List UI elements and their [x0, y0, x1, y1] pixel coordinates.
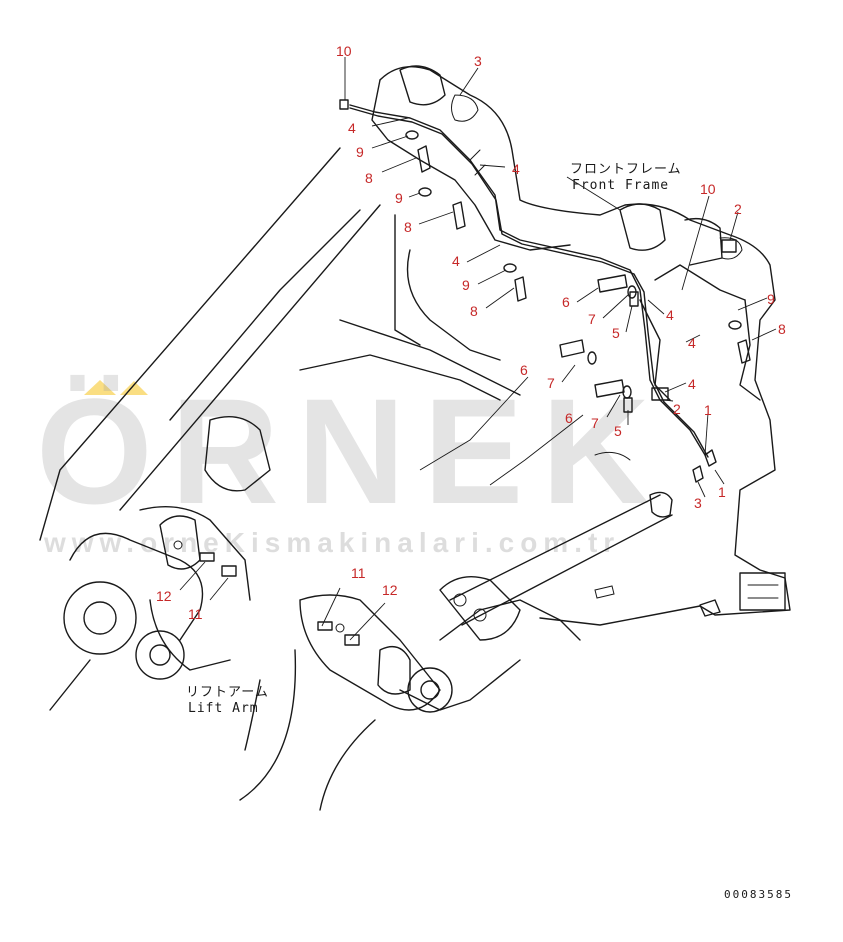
callout-4: 4: [512, 161, 520, 177]
front-frame: [371, 65, 791, 626]
front-frame-label-en: Front Frame: [572, 178, 669, 193]
bolt-6: [559, 274, 628, 398]
callout-4: 4: [688, 376, 696, 392]
callout-4: 4: [348, 120, 356, 136]
leader-lines: [179, 57, 777, 641]
callout-8: 8: [470, 303, 478, 319]
component-labels: フロントフレーム Front Frame リフトアーム Lift Arm: [186, 162, 682, 716]
lift-arm-label-jp: リフトアーム: [186, 685, 269, 700]
lift-cylinder: [439, 451, 673, 641]
watermark-site: www.orneKismakinalari.com.tr: [43, 527, 620, 558]
grease-piping: [349, 104, 746, 458]
callout-11: 11: [188, 606, 203, 622]
watermark: ÖRNEK www.orneKismakinalari.com.tr: [36, 367, 668, 558]
watermark-brand: ÖRNEK: [36, 367, 668, 535]
bolt-8: [417, 145, 751, 364]
callout-3: 3: [474, 53, 482, 69]
callout-6: 6: [562, 294, 570, 310]
callout-5: 5: [614, 423, 622, 439]
watermark-logo-mark: [84, 380, 116, 395]
watermark-logo-mark: [120, 381, 148, 395]
callout-8: 8: [365, 170, 373, 186]
fitting-11-12: [173, 540, 360, 646]
washer-9: [405, 130, 742, 330]
callout-5: 5: [612, 325, 620, 341]
drawing-code: 00083585: [724, 888, 793, 901]
callout-12: 12: [156, 588, 172, 604]
callout-4: 4: [452, 253, 460, 269]
callout-8: 8: [404, 219, 412, 235]
callout-7: 7: [591, 415, 599, 431]
callout-10: 10: [336, 43, 352, 59]
lift-arm: [39, 147, 581, 811]
front-frame-label-jp: フロントフレーム: [570, 162, 682, 177]
callout-9: 9: [356, 144, 364, 160]
callout-1: 1: [718, 484, 726, 500]
grease-fitting-10: [339, 99, 349, 110]
callout-6: 6: [565, 410, 573, 426]
block-2: [651, 239, 737, 401]
callout-11: 11: [351, 565, 366, 581]
callout-2: 2: [673, 401, 681, 417]
callout-7: 7: [547, 375, 555, 391]
callout-9: 9: [462, 277, 470, 293]
fitting-1-3: [692, 449, 717, 483]
callout-9: 9: [767, 291, 775, 307]
lift-arm-label-en: Lift Arm: [188, 701, 259, 716]
callout-3: 3: [694, 495, 702, 511]
callout-8: 8: [778, 321, 786, 337]
callout-2: 2: [734, 201, 742, 217]
callout-1: 1: [704, 402, 712, 418]
callout-7: 7: [588, 311, 596, 327]
callout-9: 9: [395, 190, 403, 206]
callout-4: 4: [688, 335, 696, 351]
callout-6: 6: [520, 362, 528, 378]
callout-12: 12: [382, 582, 398, 598]
callout-4: 4: [666, 307, 674, 323]
callout-10: 10: [700, 181, 716, 197]
callout-numbers: 10 3 4 9 8 4 9 8 4 9 8 10 2 9 6 7 5 4 8 …: [156, 43, 786, 622]
